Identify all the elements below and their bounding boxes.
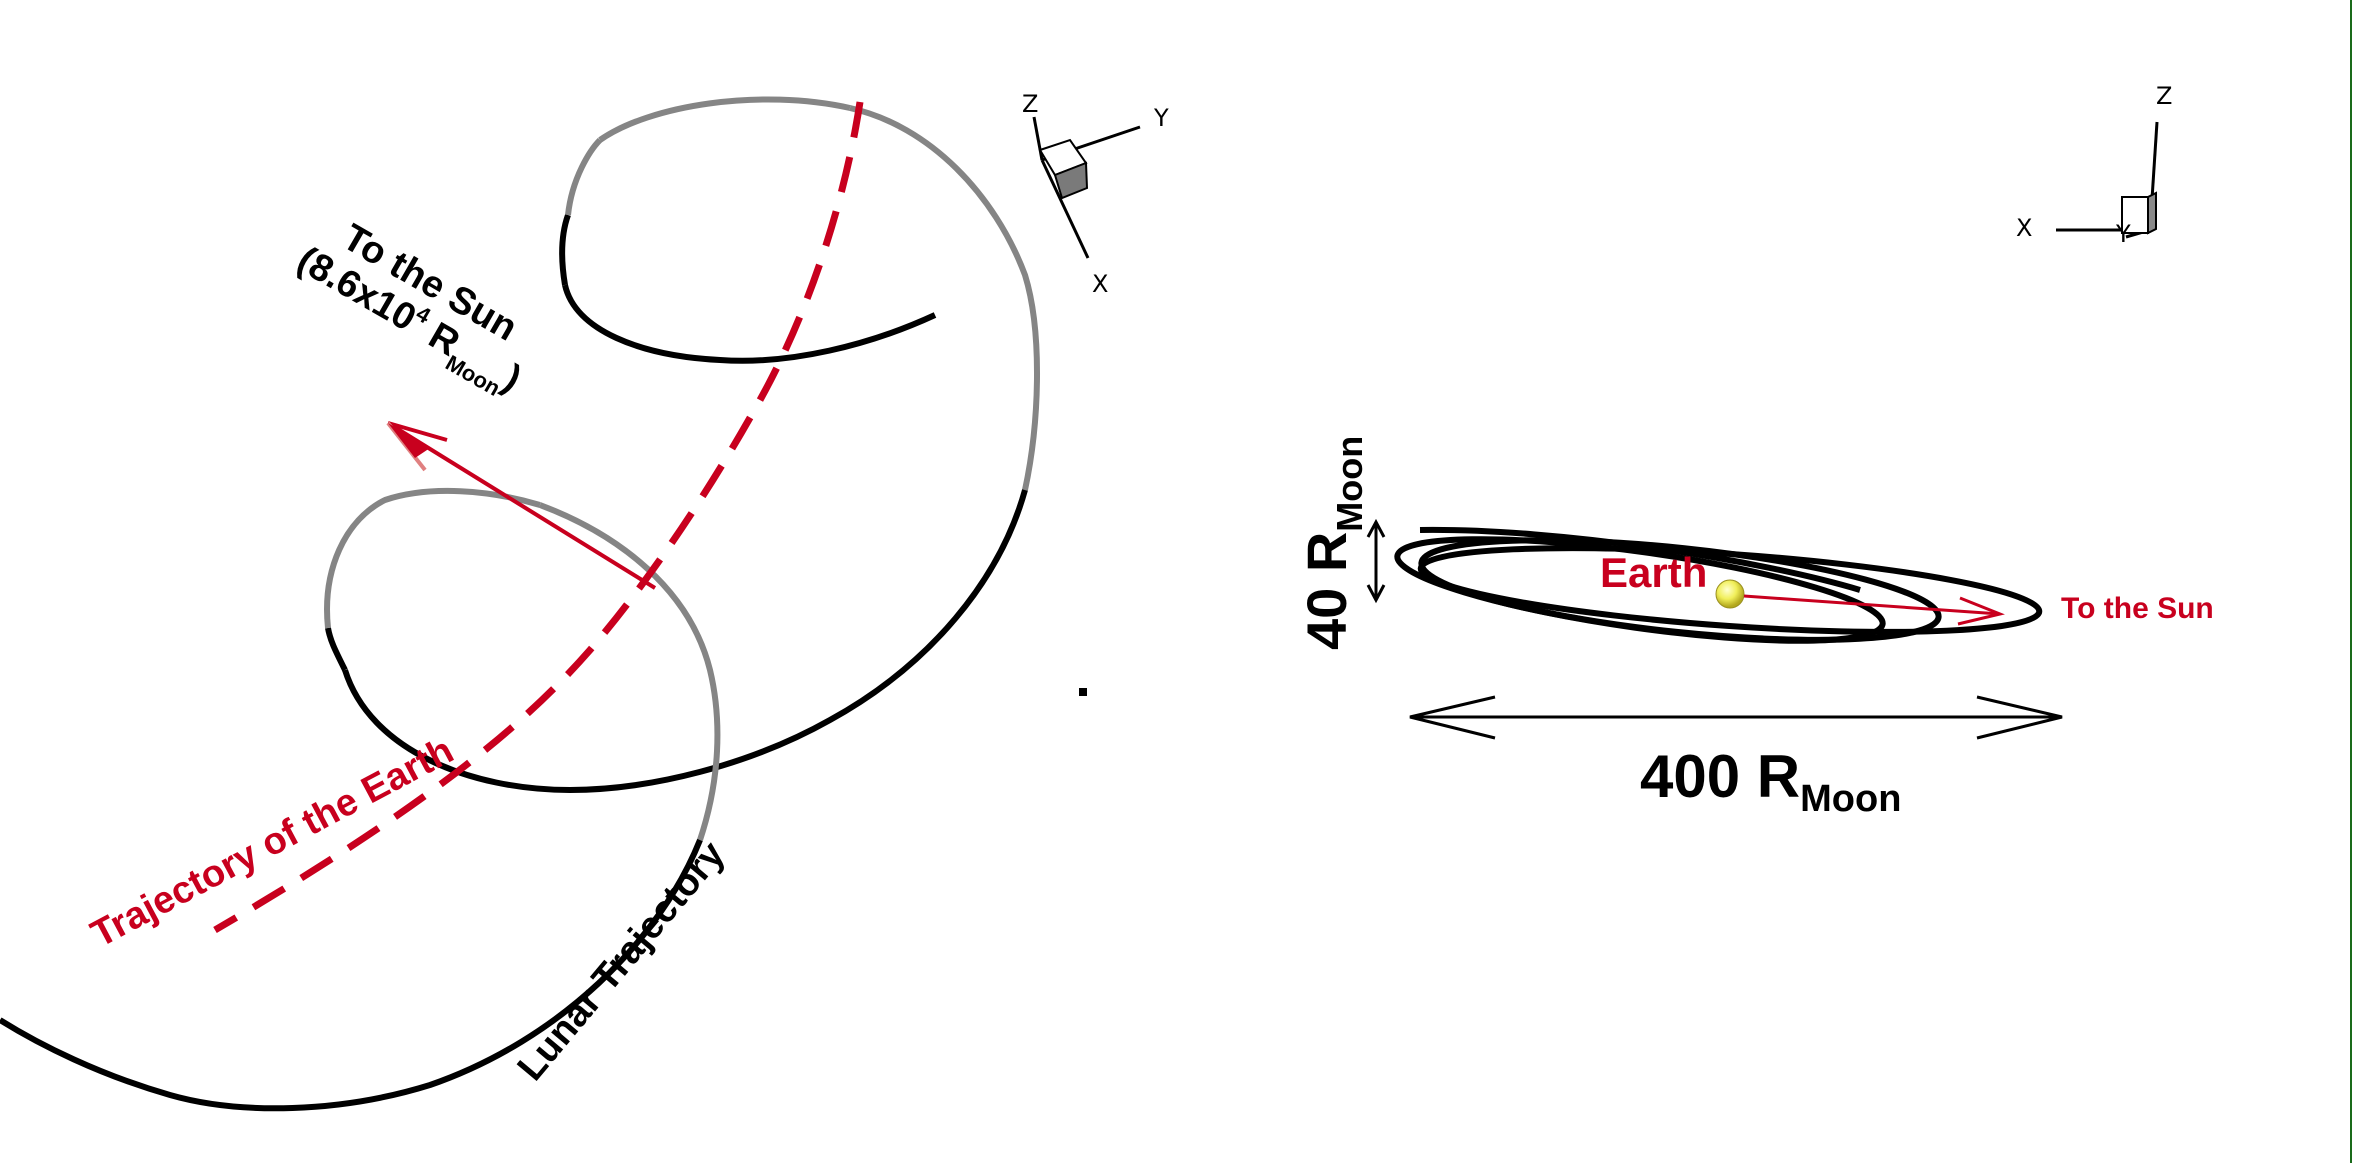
lunar-trajectory-segment bbox=[565, 137, 603, 216]
sun-label-subscript: Moon bbox=[441, 350, 504, 401]
lunar-trajectory-label: Lunar Trajectory bbox=[510, 834, 734, 1089]
lunar-trajectory-segment bbox=[598, 96, 851, 143]
sun-direction-arrow-right bbox=[1743, 594, 2005, 626]
lunar-trajectory-segment bbox=[849, 105, 1040, 491]
3d-axis-triad-icon: Z Y X bbox=[1022, 90, 1169, 298]
width-value: 400 R bbox=[1640, 743, 1800, 810]
axis-label-z: Z bbox=[1022, 90, 1038, 118]
orbit-segment bbox=[1419, 526, 1861, 593]
earth-label: Earth bbox=[1600, 549, 1707, 596]
height-dimension-arrow bbox=[1366, 518, 1386, 604]
lunar-trajectory-segment bbox=[538, 502, 721, 841]
width-label: 400 RMoon bbox=[1640, 743, 1901, 820]
orbit-ellipse bbox=[1417, 545, 2043, 635]
earth-trajectory-label: Trajectory of the Earth bbox=[85, 730, 461, 956]
lunar-trajectory-segment bbox=[324, 487, 541, 629]
axis-label-y: Y bbox=[2115, 220, 2131, 248]
sun-distance-label: To the Sun (8.6x104 RMoon) bbox=[290, 216, 528, 401]
height-label: 40 RMoon bbox=[1295, 436, 1370, 650]
sun-direction-arrow bbox=[386, 421, 657, 590]
earth-sphere-icon bbox=[1715, 579, 1745, 609]
axis-label-z: Z bbox=[2156, 82, 2172, 110]
right-panel: Earth To the Sun 40 RMoon 400 RMoon Z X … bbox=[1295, 82, 2214, 820]
axis-label-y: Y bbox=[1153, 104, 1169, 132]
lunar-trajectory-segment bbox=[559, 214, 571, 286]
lunar-trajectory-segment bbox=[562, 284, 937, 364]
left-panel: To the Sun (8.6x104 RMoon) Trajectory of… bbox=[0, 90, 1169, 1112]
lunar-trajectory-segment bbox=[0, 838, 703, 1112]
lunar-trajectory-segment bbox=[342, 489, 1028, 794]
axis-label-x: X bbox=[2016, 214, 2032, 242]
width-subscript: Moon bbox=[1800, 778, 1901, 820]
lunar-trajectory-segment bbox=[325, 627, 348, 672]
height-subscript: Moon bbox=[1329, 436, 1370, 532]
height-value: 40 R bbox=[1295, 532, 1358, 650]
axis-label-x: X bbox=[1092, 270, 1108, 298]
earth-trajectory-curve bbox=[213, 101, 864, 934]
width-dimension-arrow bbox=[1409, 695, 2063, 740]
sun-label-right: To the Sun bbox=[2061, 592, 2214, 625]
edge-on-lunar-orbits bbox=[1394, 526, 2043, 644]
frame-border bbox=[2350, 0, 2352, 1163]
marker-dot bbox=[1079, 688, 1087, 696]
lunar-trajectory-curve bbox=[0, 96, 1040, 1112]
3d-axis-triad-icon: Z X Y bbox=[2016, 82, 2172, 248]
